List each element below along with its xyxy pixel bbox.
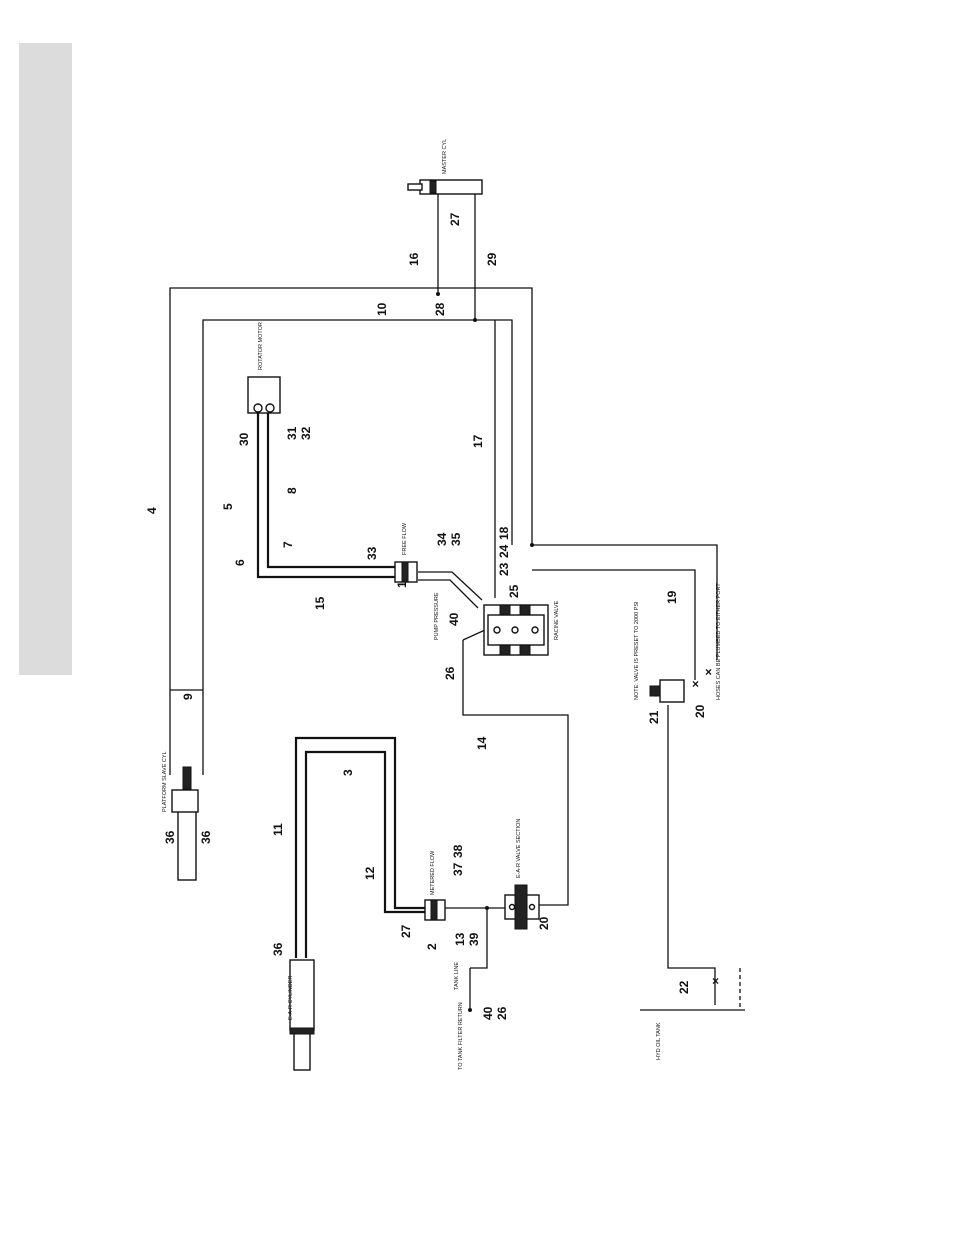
callout-6: 6 xyxy=(233,559,247,566)
label-rotator-motor: ROTATOR MOTOR xyxy=(258,322,264,370)
callout-26: 26 xyxy=(443,666,457,680)
callout-26: 26 xyxy=(495,1006,509,1020)
cross-mark-c: × xyxy=(705,665,712,679)
hose-6-7-8 xyxy=(256,412,395,579)
callout-11: 11 xyxy=(271,823,285,836)
callout-7: 7 xyxy=(281,541,295,548)
hose-34b xyxy=(418,579,479,609)
callout-40: 40 xyxy=(481,1006,495,1020)
callout-36: 36 xyxy=(271,942,285,956)
hose-7 xyxy=(266,412,395,569)
callout-36: 36 xyxy=(199,830,213,844)
callout-22: 22 xyxy=(677,980,691,994)
metered-flow-valve xyxy=(424,899,446,921)
label-pump-pressure: PUMP PRESSURE xyxy=(434,592,440,640)
label-eair-valve-section: E-A-R VALVE SECTION xyxy=(516,819,522,878)
callout-4: 4 xyxy=(145,507,159,514)
callout-31: 31 xyxy=(285,426,299,440)
callout-10: 10 xyxy=(375,302,389,316)
callout-18: 18 xyxy=(497,526,511,540)
callout-34: 34 xyxy=(435,532,449,546)
hose-22 xyxy=(667,705,716,1005)
callout-37: 37 xyxy=(451,862,465,876)
callout-40: 40 xyxy=(447,612,461,626)
junction-39 xyxy=(485,906,489,910)
label-hoses-note: HOSES CAN BE PLUMBED TO EITHER PORT xyxy=(716,583,722,700)
junction-23 xyxy=(530,543,534,547)
callout-29: 29 xyxy=(485,252,499,266)
callout-27: 27 xyxy=(448,212,462,226)
callout-14: 14 xyxy=(475,736,489,750)
callout-35: 35 xyxy=(449,532,463,546)
callout-36: 36 xyxy=(163,830,177,844)
callout-9: 9 xyxy=(181,693,195,700)
hose-4 xyxy=(169,287,718,775)
callout-15: 15 xyxy=(313,596,327,610)
hose-19 xyxy=(532,569,696,680)
callout-39: 39 xyxy=(467,932,481,946)
hose-14 xyxy=(462,640,569,906)
callout-8: 8 xyxy=(285,487,299,494)
callout-20: 20 xyxy=(693,704,707,718)
hose-26 xyxy=(462,629,486,641)
relief-valve xyxy=(649,679,685,703)
label-eair-cylinder: E-A-R CYLINDER xyxy=(288,976,294,1020)
label-platform-slave-cyl: PLATFORM SLAVE CYL xyxy=(162,751,168,812)
callout-33: 33 xyxy=(365,546,379,560)
eair-valve-section xyxy=(504,884,540,930)
rotator-motor xyxy=(247,376,281,414)
label-note-valve: NOTE: VALVE IS PRESET TO 2000 PSI xyxy=(634,601,640,700)
hose-11 xyxy=(304,750,425,958)
hose-34-35 xyxy=(418,571,483,601)
hose-5 xyxy=(202,319,513,775)
junction-28 xyxy=(473,318,477,322)
callout-2: 2 xyxy=(425,943,439,950)
label-master-cyl: MASTER CYL xyxy=(442,139,448,174)
master-cylinder xyxy=(407,179,483,195)
racine-valve xyxy=(483,604,549,656)
callout-16: 16 xyxy=(407,252,421,266)
label-metered-flow: METERED FLOW xyxy=(430,850,436,895)
callout-13: 13 xyxy=(453,932,467,946)
callout-23: 23 xyxy=(497,562,511,576)
tank-line xyxy=(470,910,488,969)
label-to-tank: TO TANK FILTER RETURN xyxy=(458,1002,464,1070)
cross-mark: × xyxy=(712,974,719,988)
label-tank-line: TANK LINE xyxy=(454,962,460,990)
label-hyd-oil-tank: HYD OIL TANK xyxy=(656,1022,662,1060)
junction-28b xyxy=(436,292,440,296)
callout-38: 38 xyxy=(451,844,465,858)
label-free-flow: FREE FLOW xyxy=(402,522,408,555)
callout-28: 28 xyxy=(433,302,447,316)
callout-17: 17 xyxy=(471,434,485,448)
callout-12: 12 xyxy=(363,866,377,880)
cross-mark-b: × xyxy=(692,677,699,691)
side-tab xyxy=(19,43,72,675)
callout-27: 27 xyxy=(399,924,413,938)
callout-1: 1 xyxy=(395,581,409,588)
callout-24: 24 xyxy=(497,544,511,558)
platform-slave-cylinder xyxy=(171,766,199,881)
callout-3: 3 xyxy=(341,769,355,776)
label-racine-valve: RACINE VALVE xyxy=(554,600,560,640)
callout-32: 32 xyxy=(299,426,313,440)
callouts: 27 16 29 28 10 30 31 32 17 8 4 5 7 6 33 … xyxy=(145,212,707,1020)
callout-20: 20 xyxy=(537,916,551,930)
junction-40 xyxy=(468,1008,472,1012)
callout-19: 19 xyxy=(665,590,679,604)
callout-30: 30 xyxy=(237,432,251,446)
eair-cylinder xyxy=(289,959,315,1071)
hose-3 xyxy=(294,736,425,958)
callout-25: 25 xyxy=(507,584,521,598)
callout-5: 5 xyxy=(221,503,235,510)
free-flow-valve xyxy=(394,561,418,583)
callout-21: 21 xyxy=(647,710,661,724)
